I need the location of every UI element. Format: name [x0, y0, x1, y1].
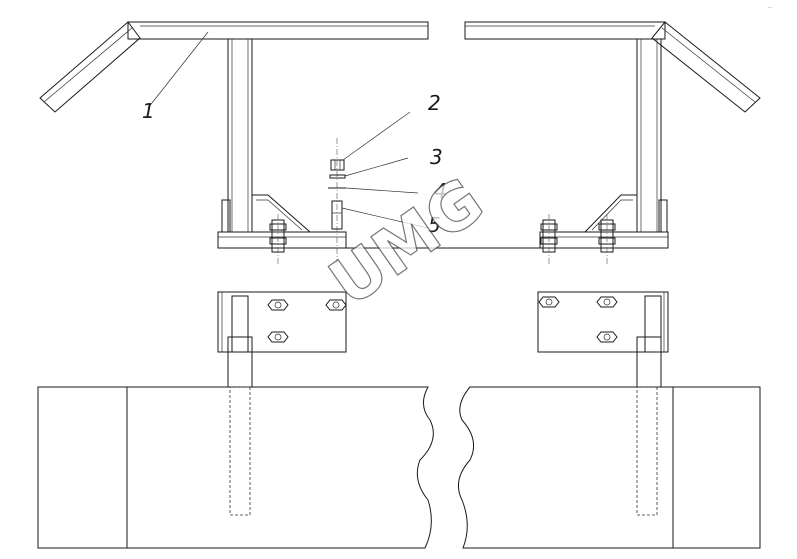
right-anchor-bolts: [540, 214, 616, 265]
left-post: [221, 38, 312, 233]
left-anchor-bolt: [269, 214, 287, 265]
left-base-plate: [217, 231, 347, 249]
bolt-head-icon: [325, 299, 347, 311]
left-roof: [39, 21, 429, 113]
left-bracket-plan: [217, 291, 347, 388]
bolt-part: [331, 200, 343, 230]
bolt-head-icon: [596, 296, 618, 308]
washer-part: [329, 174, 346, 179]
callout-2: 2: [428, 91, 441, 115]
leader-lines: [147, 31, 429, 229]
bolt-head-icon: [267, 299, 289, 311]
right-roof: [464, 21, 761, 113]
right-platform: [457, 386, 761, 549]
bolt-head-icon: [538, 296, 560, 308]
callout-4: 4: [434, 179, 447, 203]
bolt-head-icon: [267, 331, 289, 343]
callout-5: 5: [428, 213, 441, 237]
corner-mark: ···: [768, 5, 772, 10]
right-bracket-plan: [537, 291, 669, 388]
left-platform: [37, 386, 434, 549]
nut-part: [330, 159, 345, 171]
bolt-head-icon: [596, 331, 618, 343]
callout-1: 1: [142, 99, 155, 123]
right-post: [583, 38, 668, 233]
exploded-fastener: [328, 138, 346, 265]
callout-3: 3: [430, 145, 443, 169]
right-base-plate: [539, 231, 669, 249]
